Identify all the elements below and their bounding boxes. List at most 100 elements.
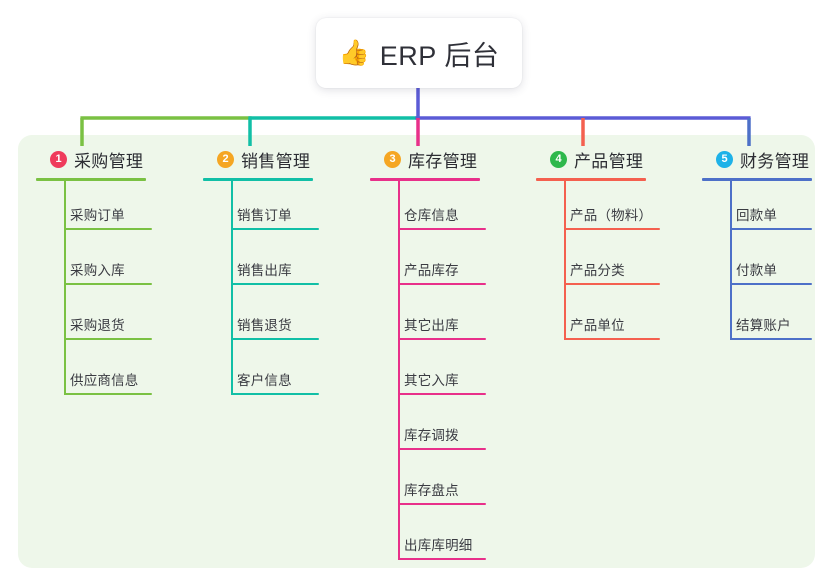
leaf-rule — [398, 228, 486, 230]
leaf-item[interactable]: 结算账户 — [702, 291, 812, 346]
column-header-5[interactable]: 5 财务管理 — [702, 146, 812, 172]
leaf-label: 采购订单 — [70, 208, 125, 223]
column-rule-3 — [370, 178, 480, 181]
leaf-label: 产品分类 — [570, 263, 625, 278]
leaf-rule — [730, 338, 812, 340]
leaf-item[interactable]: 其它出库 — [370, 291, 486, 346]
leaf-list-5: 回款单付款单结算账户 — [702, 181, 812, 346]
column-header-2[interactable]: 2 销售管理 — [203, 146, 313, 172]
column-badge-5: 5 — [716, 150, 733, 168]
column-1: 1 采购管理采购订单采购入库采购退货供应商信息 — [36, 146, 152, 401]
leaf-rule — [398, 503, 486, 505]
column-4: 4 产品管理产品（物料） 产品分类产品单位 — [536, 146, 660, 346]
leaf-item[interactable]: 客户信息 — [203, 346, 319, 401]
leaf-rule — [231, 228, 319, 230]
leaf-rule — [64, 338, 152, 340]
leaf-item[interactable]: 产品（物料） — [536, 181, 660, 236]
column-badge-2: 2 — [217, 150, 234, 168]
leaf-item[interactable]: 供应商信息 — [36, 346, 152, 401]
leaf-rule — [398, 558, 486, 560]
leaf-label: 采购入库 — [70, 263, 125, 278]
leaf-item[interactable]: 采购退货 — [36, 291, 152, 346]
leaf-list-3: 仓库信息产品库存其它出库其它入库库存调拨库存盘点出库库明细 — [370, 181, 486, 566]
leaf-item[interactable]: 采购入库 — [36, 236, 152, 291]
column-title-2: 销售管理 — [241, 151, 311, 171]
leaf-item[interactable]: 付款单 — [702, 236, 812, 291]
leaf-item[interactable]: 库存盘点 — [370, 456, 486, 511]
column-header-3[interactable]: 3 库存管理 — [370, 146, 480, 172]
leaf-label: 产品（物料） — [570, 208, 653, 223]
leaf-label: 其它入库 — [404, 373, 459, 388]
column-header-4[interactable]: 4 产品管理 — [536, 146, 646, 172]
leaf-list-1: 采购订单采购入库采购退货供应商信息 — [36, 181, 152, 401]
leaf-label: 其它出库 — [404, 318, 459, 333]
leaf-rule — [64, 393, 152, 395]
column-badge-3: 3 — [384, 150, 401, 168]
leaf-label: 销售订单 — [237, 208, 292, 223]
leaf-rule — [64, 228, 152, 230]
leaf-label: 库存调拨 — [404, 428, 459, 443]
leaf-label: 销售出库 — [237, 263, 292, 278]
leaf-label: 仓库信息 — [404, 208, 459, 223]
leaf-spine-2 — [231, 181, 233, 395]
column-rule-1 — [36, 178, 146, 181]
leaf-item[interactable]: 采购订单 — [36, 181, 152, 236]
leaf-item[interactable]: 销售订单 — [203, 181, 319, 236]
leaf-spine-3 — [398, 181, 400, 560]
column-title-1: 采购管理 — [74, 151, 144, 171]
leaf-rule — [231, 338, 319, 340]
column-title-5: 财务管理 — [740, 151, 810, 171]
leaf-label: 产品库存 — [404, 263, 459, 278]
leaf-item[interactable]: 库存调拨 — [370, 401, 486, 456]
column-5: 5 财务管理回款单付款单结算账户 — [702, 146, 812, 346]
leaf-item[interactable]: 产品分类 — [536, 236, 660, 291]
leaf-label: 回款单 — [736, 208, 778, 223]
leaf-label: 客户信息 — [237, 373, 292, 388]
leaf-item[interactable]: 出库库明细 — [370, 511, 486, 566]
leaf-rule — [231, 393, 319, 395]
leaf-rule — [64, 283, 152, 285]
leaf-rule — [398, 283, 486, 285]
leaf-spine-4 — [564, 181, 566, 340]
leaf-item[interactable]: 其它入库 — [370, 346, 486, 401]
leaf-rule — [398, 393, 486, 395]
root-node-label: ERP 后台 — [379, 40, 500, 71]
leaf-rule — [398, 338, 486, 340]
leaf-label: 供应商信息 — [70, 373, 139, 388]
leaf-rule — [564, 228, 660, 230]
leaf-list-2: 销售订单销售出库销售退货客户信息 — [203, 181, 319, 401]
leaf-rule — [231, 283, 319, 285]
leaf-label: 产品单位 — [570, 318, 625, 333]
leaf-item[interactable]: 产品库存 — [370, 236, 486, 291]
leaf-item[interactable]: 仓库信息 — [370, 181, 486, 236]
leaf-item[interactable]: 产品单位 — [536, 291, 660, 346]
column-2: 2 销售管理销售订单销售出库销售退货客户信息 — [203, 146, 319, 401]
column-badge-4: 4 — [550, 150, 567, 168]
leaf-item[interactable]: 回款单 — [702, 181, 812, 236]
leaf-label: 付款单 — [736, 263, 778, 278]
column-badge-1: 1 — [50, 150, 67, 168]
leaf-rule — [564, 338, 660, 340]
leaf-rule — [730, 228, 812, 230]
column-title-3: 库存管理 — [408, 151, 478, 171]
leaf-item[interactable]: 销售出库 — [203, 236, 319, 291]
leaf-label: 采购退货 — [70, 318, 125, 333]
column-rule-4 — [536, 178, 646, 181]
leaf-item[interactable]: 销售退货 — [203, 291, 319, 346]
leaf-label: 销售退货 — [237, 318, 292, 333]
column-rule-2 — [203, 178, 313, 181]
column-rule-5 — [702, 178, 812, 181]
leaf-label: 结算账户 — [736, 318, 791, 333]
leaf-spine-5 — [730, 181, 732, 340]
column-title-4: 产品管理 — [574, 151, 644, 171]
leaf-rule — [730, 283, 812, 285]
column-header-1[interactable]: 1 采购管理 — [36, 146, 146, 172]
column-3: 3 库存管理仓库信息产品库存其它出库其它入库库存调拨库存盘点出库库明细 — [370, 146, 486, 566]
leaf-rule — [398, 448, 486, 450]
leaf-list-4: 产品（物料） 产品分类产品单位 — [536, 181, 660, 346]
leaf-label: 出库库明细 — [404, 538, 473, 553]
root-node[interactable]: 👍 ERP 后台 — [316, 18, 522, 88]
leaf-label: 库存盘点 — [404, 483, 459, 498]
leaf-spine-1 — [64, 181, 66, 395]
